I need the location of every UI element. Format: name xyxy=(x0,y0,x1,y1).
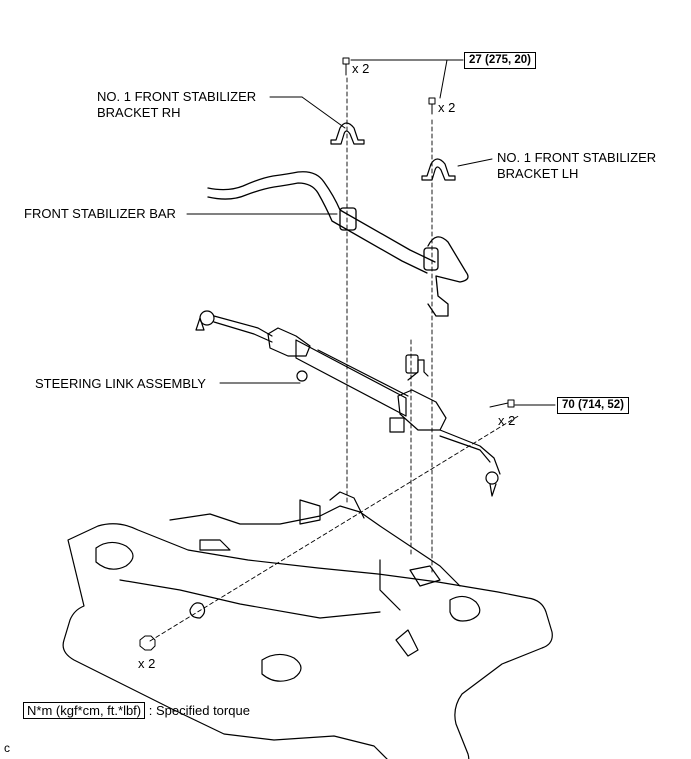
bolt-link xyxy=(489,399,515,408)
label-bracket-rh-line1: NO. 1 FRONT STABILIZER xyxy=(97,89,257,104)
label-bracket-lh-line2: BRACKET LH xyxy=(497,166,579,181)
nut-lower xyxy=(139,635,156,651)
label-bracket-lh: NO. 1 FRONT STABILIZER BRACKET LH xyxy=(497,150,656,182)
qty-lower-nuts: x 2 xyxy=(138,656,156,671)
label-bracket-lh-line1: NO. 1 FRONT STABILIZER xyxy=(497,150,657,165)
label-stabilizer-bar: FRONT STABILIZER BAR xyxy=(24,206,176,221)
alignment-lines xyxy=(149,77,521,642)
bracket-lh xyxy=(421,158,456,181)
corner-code: c xyxy=(4,741,10,755)
label-steering-link: STEERING LINK ASSEMBLY xyxy=(35,376,206,391)
qty-bracket-rh-bolts: x 2 xyxy=(352,61,370,76)
bolt-bracket-rh xyxy=(342,57,350,76)
label-bracket-rh: NO. 1 FRONT STABILIZER BRACKET RH xyxy=(97,89,256,121)
bracket-rh xyxy=(330,122,365,145)
torque-box-link-bolts: 70 (714, 52) xyxy=(557,397,630,414)
qty-link-bolts: x 2 xyxy=(498,413,516,428)
legend-description: : Specified torque xyxy=(148,703,250,718)
legend-unit-box: N*m (kgf*cm, ft.*lbf) xyxy=(23,702,146,719)
qty-bracket-lh-bolts: x 2 xyxy=(438,100,456,115)
torque-box-bracket-bolts: 27 (275, 20) xyxy=(464,52,537,69)
suspension-crossmember xyxy=(62,491,553,759)
torque-legend: N*m (kgf*cm, ft.*lbf) : Specified torque xyxy=(23,702,250,719)
leader-lines xyxy=(186,59,556,406)
stabilizer-bar xyxy=(207,171,469,317)
label-bracket-rh-line2: BRACKET RH xyxy=(97,105,181,120)
steering-link xyxy=(195,310,501,497)
bolt-bracket-lh xyxy=(428,97,436,115)
